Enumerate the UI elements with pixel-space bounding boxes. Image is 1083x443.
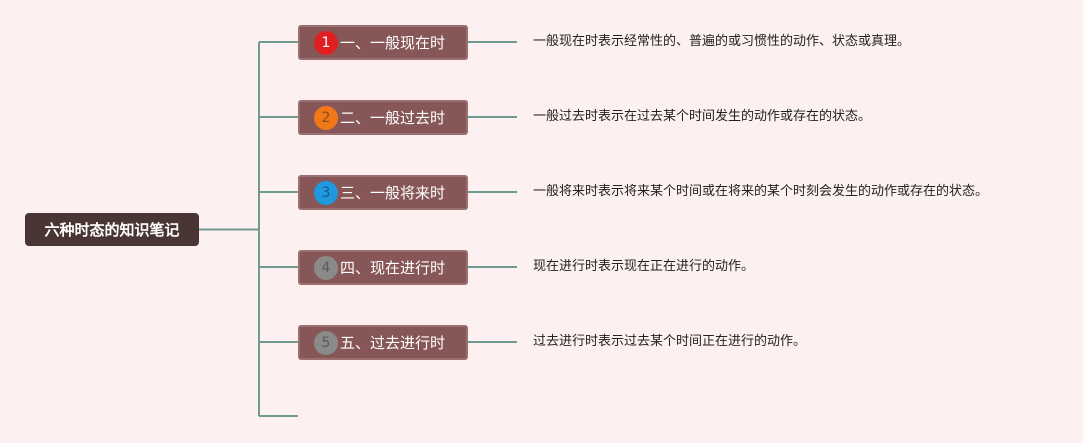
branch-label: 二、一般过去时 bbox=[340, 109, 446, 127]
number-badge-2-icon: 2 bbox=[314, 105, 338, 130]
branch-description-3: 一般将来时表示将来某个时间或在将来的某个时刻会发生的动作或存在的状态。 bbox=[533, 184, 989, 199]
branch-node-1[interactable]: 1 一、一般现在时 bbox=[298, 25, 468, 60]
branch-node-5[interactable]: 5 五、过去进行时 bbox=[298, 325, 468, 360]
branch-description-5: 过去进行时表示过去某个时间正在进行的动作。 bbox=[533, 334, 807, 349]
number-badge-5-icon: 5 bbox=[314, 330, 338, 355]
branch-label: 四、现在进行时 bbox=[340, 259, 446, 277]
branch-node-4[interactable]: 4 四、现在进行时 bbox=[298, 250, 468, 285]
branch-label: 一、一般现在时 bbox=[340, 34, 446, 52]
branch-description-1: 一般现在时表示经常性的、普遍的或习惯性的动作、状态或真理。 bbox=[533, 34, 911, 49]
number-badge-3-icon: 3 bbox=[314, 180, 338, 205]
branch-label: 五、过去进行时 bbox=[340, 334, 446, 352]
root-node[interactable]: 六种时态的知识笔记 bbox=[25, 213, 199, 246]
branch-description-2: 一般过去时表示在过去某个时间发生的动作或存在的状态。 bbox=[533, 109, 872, 124]
branch-label: 三、一般将来时 bbox=[340, 184, 446, 202]
branch-description-4: 现在进行时表示现在正在进行的动作。 bbox=[533, 259, 755, 274]
branch-node-2[interactable]: 2 二、一般过去时 bbox=[298, 100, 468, 135]
number-badge-4-icon: 4 bbox=[314, 255, 338, 280]
number-badge-1-icon: 1 bbox=[314, 30, 338, 55]
branch-node-3[interactable]: 3 三、一般将来时 bbox=[298, 175, 468, 210]
